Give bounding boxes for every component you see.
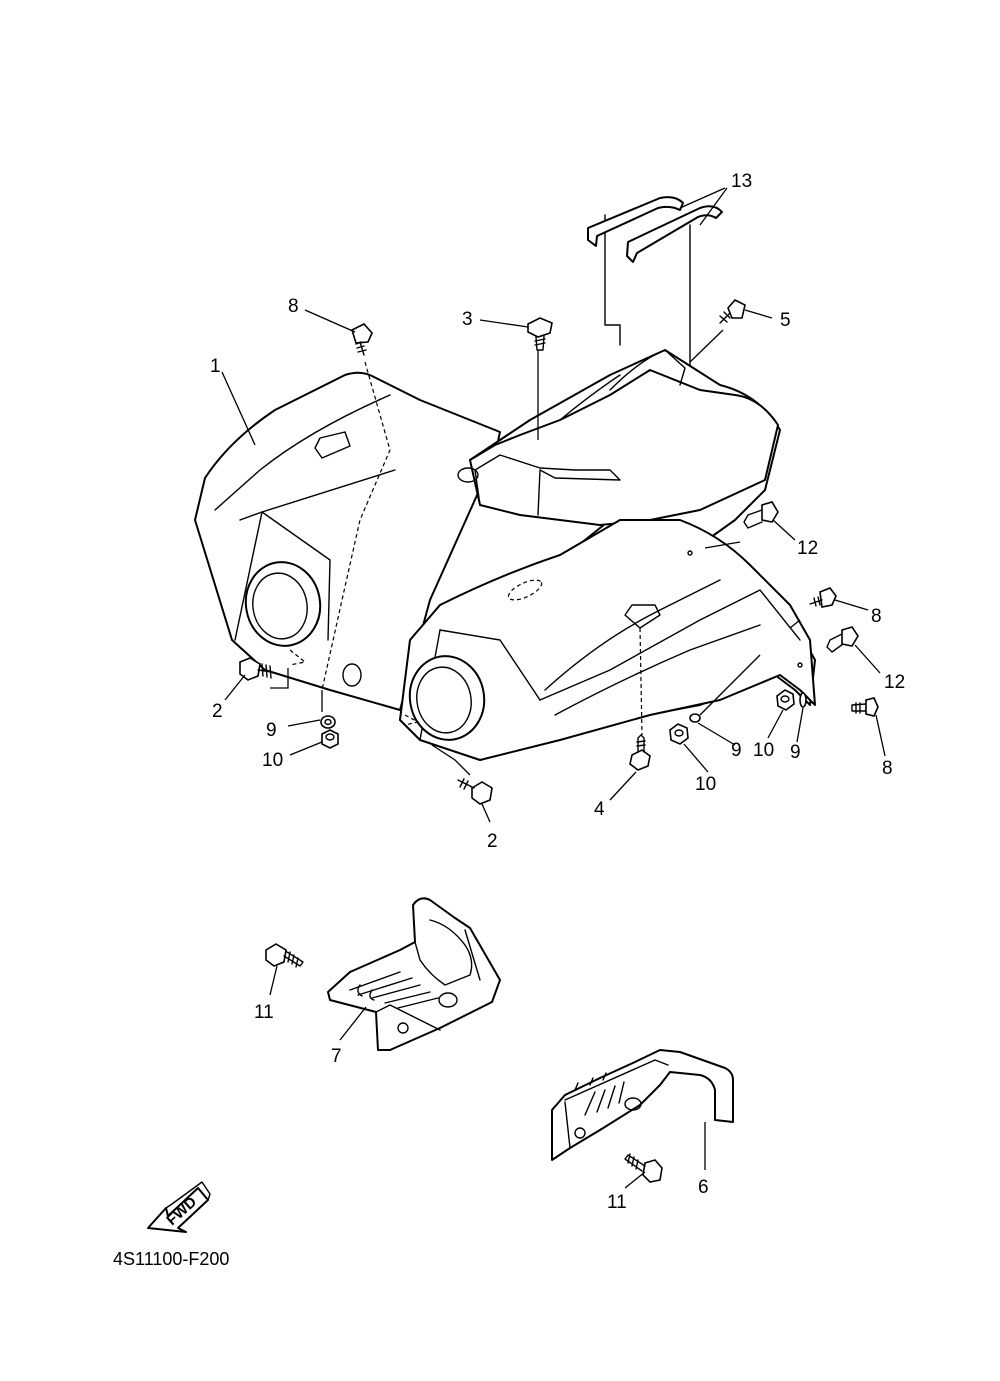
callout-10: 10 (753, 740, 774, 761)
callout-8: 8 (882, 758, 893, 779)
bolt-2-bottom (457, 778, 493, 805)
bolt-8-lower (851, 697, 879, 717)
callout-2: 2 (487, 831, 498, 852)
bolt-2-left (239, 657, 273, 681)
clip-12-lower (826, 626, 859, 653)
callout-9: 9 (790, 742, 801, 763)
callout-1: 1 (210, 356, 221, 377)
nut-10-right (776, 689, 795, 711)
assembly-guides (270, 329, 801, 776)
bolt-11-upper (265, 943, 304, 968)
callout-11: 11 (254, 1002, 274, 1023)
callout-8: 8 (288, 296, 299, 317)
callout-13: 13 (731, 171, 752, 192)
guard-7 (327, 897, 501, 1051)
callout-6: 6 (698, 1177, 709, 1198)
callout-9: 9 (266, 720, 277, 741)
bolt-3 (527, 317, 553, 351)
callout-5: 5 (780, 310, 791, 331)
callout-12: 12 (797, 538, 818, 559)
callout-labels: 13 8 3 5 1 12 8 12 2 9 10 9 10 9 8 4 10 … (210, 171, 905, 1213)
bolt-8-right (809, 587, 837, 608)
drawing-code: 4S11100-F200 (113, 1249, 229, 1269)
fwd-arrow-icon: FWD (147, 1181, 211, 1233)
washer-9-right (799, 692, 807, 708)
callout-10: 10 (262, 750, 283, 771)
fasteners (239, 299, 879, 1183)
screw-4 (629, 734, 651, 771)
callout-8: 8 (871, 606, 882, 627)
callout-3: 3 (462, 309, 473, 330)
clip-12-upper (743, 501, 779, 529)
callout-11: 11 (607, 1192, 627, 1213)
callout-10: 10 (695, 774, 716, 795)
nut-10-middle (669, 723, 689, 745)
washer-9-left (320, 715, 336, 729)
nut-10-left (321, 729, 339, 749)
screw-5 (719, 299, 746, 324)
front-fender-1 (194, 349, 816, 761)
callout-12: 12 (884, 672, 905, 693)
bolt-11-lower (624, 1153, 663, 1183)
washer-9-middle (689, 713, 701, 723)
bolt-8-top (351, 323, 373, 356)
callout-2: 2 (212, 701, 223, 722)
callout-7: 7 (331, 1046, 342, 1067)
leader-lines (221, 187, 886, 1189)
trim-strips-13 (587, 196, 723, 411)
guard-6 (551, 1049, 734, 1161)
callout-9: 9 (731, 740, 742, 761)
callout-4: 4 (594, 799, 605, 820)
